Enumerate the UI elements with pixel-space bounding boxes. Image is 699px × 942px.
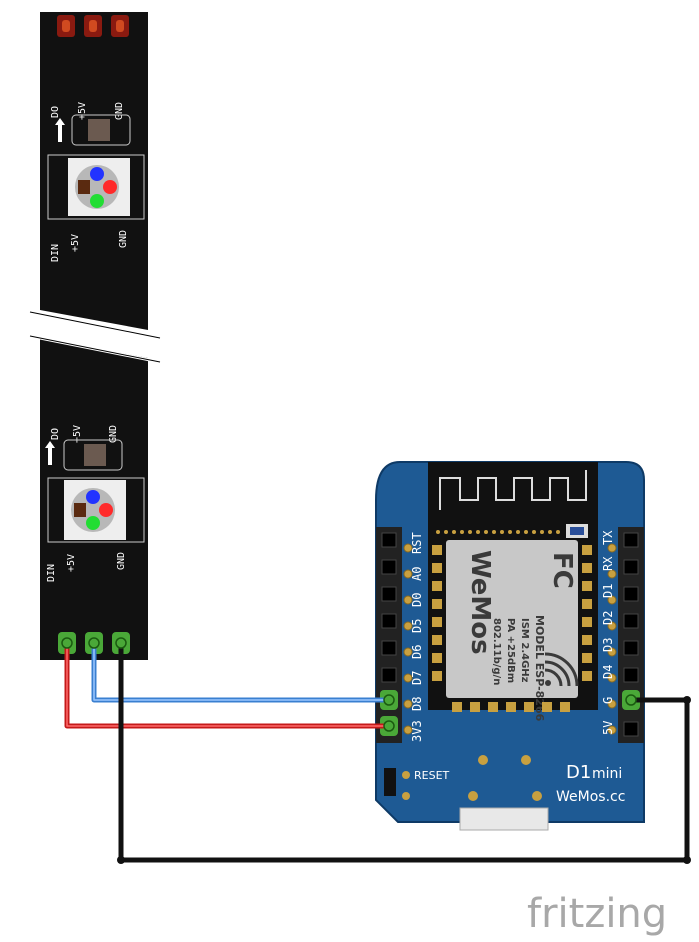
pin-label-5v: 5V [601, 721, 615, 735]
capacitor [88, 119, 110, 141]
led-green-dot [86, 516, 100, 530]
mounting-pad [521, 755, 531, 765]
mounting-pad [532, 791, 542, 801]
fritzing-watermark: fritzing [527, 891, 667, 937]
label-gnd-bottom: GND [118, 230, 129, 248]
label-din: DIN [46, 564, 57, 582]
capacitor-outline [63, 439, 123, 471]
pin-label-d1: D1 [601, 584, 615, 598]
led-blue-dot [86, 490, 100, 504]
left-pin-labels: RST A0 D0 D5 D6 D7 D8 3V3 [410, 532, 424, 742]
led-blue-dot [90, 167, 104, 181]
led-lens [75, 165, 119, 209]
pin-label-d8: D8 [410, 697, 424, 711]
pin-label-d7: D7 [410, 671, 424, 685]
module-line4: 802.11b/g/n [491, 618, 502, 685]
led-red-dot [103, 180, 117, 194]
pin-label-d4: D4 [601, 665, 615, 679]
pin-label-rst: RST [410, 532, 424, 554]
pin-label-d3: D3 [601, 638, 615, 652]
led-red-dot [99, 503, 113, 517]
module-smd-inner [570, 527, 584, 535]
pin-label-d5: D5 [410, 619, 424, 633]
wire-endpoints [61, 637, 637, 732]
pin-label-d6: D6 [410, 645, 424, 659]
wire-junction [683, 696, 691, 704]
wire-blue-highlight [93, 642, 390, 701]
pin-label-g: G [601, 697, 615, 704]
strip-top-pad-inner [62, 20, 70, 32]
capacitor-outline [71, 114, 131, 146]
module-line3: PA +25dBm [505, 618, 516, 683]
label-5v: +5V [72, 425, 83, 443]
right-pin-labels: TX RX D1 D2 D3 D4 G 5V [601, 530, 615, 735]
strip-break-edge-top [29, 311, 161, 339]
label-5v-bottom: +5V [70, 234, 81, 252]
board-pads [403, 543, 617, 735]
reset-button[interactable] [384, 768, 396, 796]
label-do: DO [50, 428, 61, 440]
board-title: D1 [566, 762, 591, 783]
antenna-trace [439, 470, 587, 510]
strip-break-edge-bottom [29, 335, 161, 363]
led-strip: DO +5V GND DIN +5V GND DO +5V GND [29, 12, 161, 660]
arrow-up-icon [55, 118, 65, 142]
label-gnd: GND [108, 425, 119, 443]
led-outline [47, 477, 145, 543]
pin-label-a0: A0 [410, 567, 424, 581]
wire-junction [683, 856, 691, 864]
pin-label-rx: RX [601, 556, 615, 571]
left-header [376, 527, 402, 743]
reset-pad [402, 771, 410, 779]
wemos-d1-mini-board: FC MODEL ESP-8266 ISM 2.4GHz PA +25dBm 8… [375, 461, 645, 831]
led-lens [71, 488, 115, 532]
label-gnd-bottom: GND [116, 552, 127, 570]
module-vias [436, 530, 560, 534]
pin-label-d0: D0 [410, 593, 424, 607]
strip-segment-1: DO +5V GND DIN +5V GND [47, 102, 145, 262]
wires [64, 640, 691, 864]
led-die [74, 503, 86, 517]
module-line2: ISM 2.4GHz [519, 618, 530, 683]
pin-label-d2: D2 [601, 611, 615, 625]
right-header-pins [623, 532, 639, 737]
strip-top-pad-inner [89, 20, 97, 32]
left-header-pins [381, 532, 397, 683]
strip-top-pad-inner [116, 20, 124, 32]
wemos-logo: WeMos [465, 550, 495, 655]
mounting-pad [478, 755, 488, 765]
fcc-logo: FC [547, 552, 577, 589]
capacitor [84, 444, 106, 466]
label-din: DIN [50, 244, 61, 262]
arrow-up-icon [45, 441, 55, 465]
led-green-dot [90, 194, 104, 208]
wire-junction [117, 856, 125, 864]
pin-label-tx: TX [601, 530, 615, 545]
right-header [618, 527, 644, 743]
mounting-pad [468, 791, 478, 801]
board-pad [402, 792, 410, 800]
usb-connector [459, 807, 549, 831]
label-5v-bottom: +5V [66, 554, 77, 572]
pin-label-3v3: 3V3 [410, 720, 424, 742]
strip-segment-2: DO +5V GND DIN +5V GND [45, 425, 145, 582]
strip-bottom-pads [58, 632, 130, 654]
led-outline [47, 154, 145, 220]
wifi-icon [544, 652, 579, 687]
board-subtitle: mini [592, 766, 622, 782]
reset-label: RESET [414, 769, 450, 782]
label-do: DO [50, 106, 61, 118]
label-gnd: GND [114, 102, 125, 120]
module-line1: MODEL ESP-8266 [533, 615, 546, 722]
wire-red-highlight [66, 642, 390, 727]
board-brand: WeMos.cc [556, 789, 625, 805]
module-label-group: FC MODEL ESP-8266 ISM 2.4GHz PA +25dBm 8… [465, 550, 577, 722]
module-castellations [432, 545, 592, 712]
led-die [78, 180, 90, 194]
label-5v: +5V [77, 102, 88, 120]
module-shield [446, 540, 578, 698]
strip-top-pads [57, 15, 129, 37]
